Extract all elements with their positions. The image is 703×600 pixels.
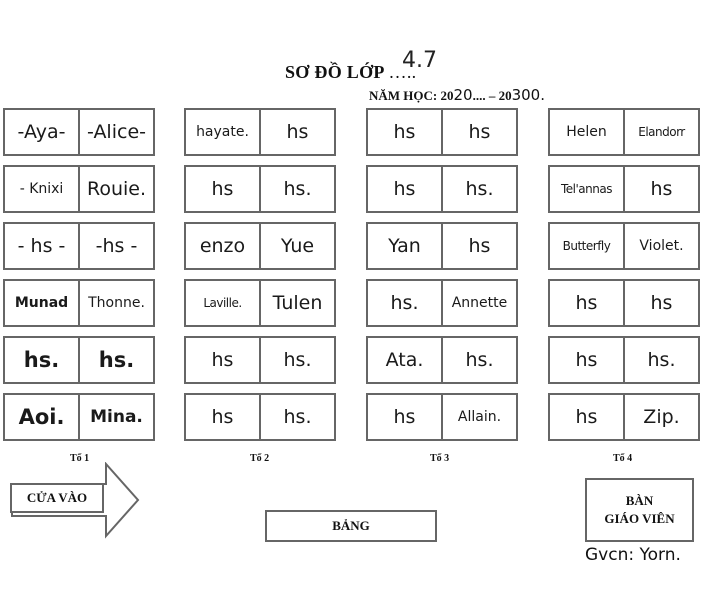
blackboard: BẢNG (265, 510, 437, 542)
seat: hs (211, 406, 234, 428)
desk: enzo Yue (184, 222, 336, 270)
year-label: NĂM HỌC: 20 (369, 88, 454, 103)
seat: -hs - (78, 224, 153, 268)
desk: - Knixi Rouie. (3, 165, 155, 213)
seat: hs (259, 110, 334, 154)
desk: Ata. hs. (366, 336, 518, 384)
desk: hs hs. (184, 393, 336, 441)
seat: Ata. (385, 349, 424, 371)
group-3-label: Tổ 3 (430, 453, 450, 464)
seat: Munad (14, 295, 69, 311)
seat: Laville. (203, 296, 242, 310)
homeroom-teacher-note: Gvcn: Yorn. (585, 545, 681, 565)
seat: hs (441, 110, 516, 154)
desk: hs hs. (366, 165, 518, 213)
seat: hs (393, 121, 416, 143)
seat: hs (393, 178, 416, 200)
seat: hayate. (196, 124, 249, 140)
desk: Munad Thonne. (3, 279, 155, 327)
seat: hs. (259, 338, 334, 382)
seat: Thonne. (78, 281, 153, 325)
group-2-label: Tổ 2 (250, 453, 270, 464)
desk: hs hs. (548, 336, 700, 384)
seat: Tulen (259, 281, 334, 325)
desk: hs Allain. (366, 393, 518, 441)
seat: - Knixi (19, 181, 64, 197)
seat: Yan (388, 235, 421, 257)
seat: enzo (199, 235, 246, 257)
desk: Tel'annas hs (548, 165, 700, 213)
seat: hs. (390, 292, 419, 314)
seat: - hs - (17, 235, 66, 257)
seat: hs. (259, 395, 334, 439)
seat: Elandorr (623, 110, 698, 154)
seat: hs. (78, 338, 153, 382)
group-4: Helen Elandorr Tel'annas hs Butterfly Viole… (548, 108, 700, 450)
year-separator: .... – 20 (472, 88, 512, 103)
year-start: 20 (453, 86, 473, 104)
seat: Violet. (623, 224, 698, 268)
seat: hs (211, 349, 234, 371)
seat: hs. (441, 167, 516, 211)
door-label: CỬA VÀO (10, 483, 104, 513)
desk: hs. hs. (3, 336, 155, 384)
desk: hayate. hs (184, 108, 336, 156)
seat: -Alice- (78, 110, 153, 154)
desk: hs hs (548, 279, 700, 327)
seat: Allain. (441, 395, 516, 439)
seat: Tel'annas (561, 182, 612, 196)
seat: Annette (441, 281, 516, 325)
desk: hs. Annette (366, 279, 518, 327)
seat: Aoi. (18, 405, 65, 429)
seat: hs. (259, 167, 334, 211)
desk: Butterfly Violet. (548, 222, 700, 270)
desk: hs hs. (184, 336, 336, 384)
seat: Rouie. (78, 167, 153, 211)
group-1-label: Tổ 1 (70, 453, 90, 464)
desk: Aoi. Mina. (3, 393, 155, 441)
seat: hs (575, 292, 598, 314)
group-4-label: Tổ 4 (613, 453, 633, 464)
seat: Zip. (623, 395, 698, 439)
seat: Mina. (78, 395, 153, 439)
page-title: SƠ ĐỒ LỚP ….. (285, 62, 416, 83)
desk: -Aya- -Alice- (3, 108, 155, 156)
seat: Yue (259, 224, 334, 268)
seat: hs (623, 167, 698, 211)
seat: hs (575, 349, 598, 371)
teacher-desk-line1: BÀN (625, 493, 654, 508)
desk: Helen Elandorr (548, 108, 700, 156)
seat: hs. (441, 338, 516, 382)
title-text: SƠ ĐỒ LỚP (285, 62, 384, 82)
seat: hs (623, 281, 698, 325)
desk: - hs - -hs - (3, 222, 155, 270)
seat: Butterfly (562, 239, 611, 253)
seat: hs (575, 406, 598, 428)
year-end: 300. (511, 86, 545, 104)
class-number: 4.7 (402, 48, 437, 73)
seat: hs. (23, 348, 60, 372)
group-2: hayate. hs hs hs. enzo Yue Laville. Tulen hs… (184, 108, 336, 450)
seat: hs (441, 224, 516, 268)
school-year: NĂM HỌC: 2020.... – 20300. (369, 86, 545, 104)
desk: hs Zip. (548, 393, 700, 441)
desk: hs hs. (184, 165, 336, 213)
desk: hs hs (366, 108, 518, 156)
teacher-desk-line2: GIÁO VIÊN (604, 511, 675, 526)
seat: hs. (623, 338, 698, 382)
seat: hs (393, 406, 416, 428)
seat: Helen (566, 124, 607, 140)
teacher-desk: BÀN GIÁO VIÊN (585, 478, 694, 542)
title-dots: ….. (388, 62, 417, 82)
seat: hs (211, 178, 234, 200)
group-1: -Aya- -Alice- - Knixi Rouie. - hs - -hs - M… (3, 108, 155, 450)
seat: -Aya- (17, 121, 66, 143)
desk: Laville. Tulen (184, 279, 336, 327)
